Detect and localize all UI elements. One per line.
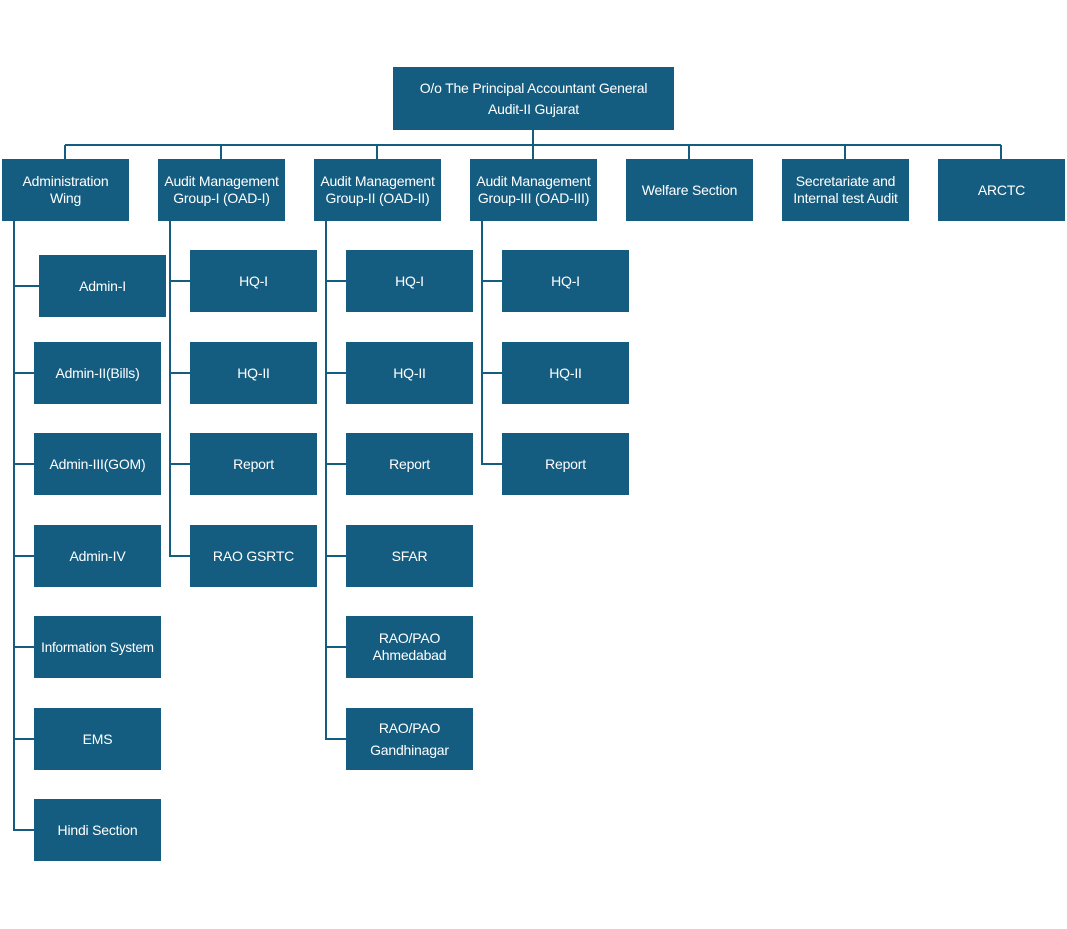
node-line1: Report [545,455,586,472]
node-line1: Admin-II(Bills) [55,364,140,381]
node-oad2-report: Report [346,433,473,495]
node-line1: ARCTC [977,181,1026,198]
node-line1: Report [233,455,274,472]
node-line1: HQ-II [549,364,582,381]
node-oad1-hq-2: HQ-II [190,342,317,404]
node-information-system: Information System [34,616,161,678]
node-line1: Hindi Section [57,821,138,838]
node-line1: Audit Management [164,173,279,189]
node-line1: Secretariate and [795,173,896,189]
node-administration-wing: Administration Wing [2,159,129,221]
node-line1: HQ-I [239,272,268,289]
node-line1: HQ-I [551,272,580,289]
node-oad2-hq-1: HQ-I [346,250,473,312]
node-line2: Group-I (OAD-I) [173,190,270,206]
node-oad1-rao-gsrtc: RAO GSRTC [190,525,317,587]
node-line1: Audit Management [320,173,435,189]
node-line1: Admin-I [79,277,126,294]
node-line1: Admin-III(GOM) [49,455,146,472]
node-secretariate: Secretariate and Internal test Audit [782,159,909,221]
node-line2: Internal test Audit [793,190,898,206]
node-line1: HQ-II [393,364,426,381]
node-line2: Gandhinagar [370,742,449,758]
node-line1: RAO/PAO [378,720,441,736]
node-admin-2: Admin-II(Bills) [34,342,161,404]
node-line1: EMS [82,730,113,747]
node-line1: SFAR [391,547,428,564]
node-line1: Administration [22,173,109,189]
node-oad2-hq-2: HQ-II [346,342,473,404]
node-line1: RAO/PAO [378,630,441,646]
node-line1: HQ-II [237,364,270,381]
node-admin-3: Admin-III(GOM) [34,433,161,495]
node-admin-1: Admin-I [39,255,166,317]
node-oad-2: Audit Management Group-II (OAD-II) [314,159,441,221]
node-root-line1: O/o The Principal Accountant General [419,79,648,96]
node-line2: Group-II (OAD-II) [325,190,430,206]
node-line1: Welfare Section [641,181,738,198]
node-line1: Audit Management [476,173,591,189]
node-oad-3: Audit Management Group-III (OAD-III) [470,159,597,221]
node-oad2-rao-gandhinagar: RAO/PAO Gandhinagar [346,708,473,770]
node-oad3-report: Report [502,433,629,495]
node-hindi-section: Hindi Section [34,799,161,861]
node-oad3-hq-2: HQ-II [502,342,629,404]
node-oad2-sfar: SFAR [346,525,473,587]
node-line1: HQ-I [395,272,424,289]
node-line1: Report [389,455,430,472]
node-arctc: ARCTC [938,159,1065,221]
node-admin-4: Admin-IV [34,525,161,587]
node-oad1-report: Report [190,433,317,495]
node-line1: Information System [41,639,154,655]
node-oad2-rao-ahmedabad: RAO/PAO Ahmedabad [346,616,473,678]
node-line2: Ahmedabad [372,647,447,663]
node-welfare-section: Welfare Section [626,159,753,221]
node-ems: EMS [34,708,161,770]
node-line1: Admin-IV [69,547,126,564]
node-oad3-hq-1: HQ-I [502,250,629,312]
node-oad1-hq-1: HQ-I [190,250,317,312]
node-line2: Wing [49,190,82,206]
node-root: O/o The Principal Accountant General Aud… [393,67,674,130]
node-oad-1: Audit Management Group-I (OAD-I) [158,159,285,221]
node-line1: RAO GSRTC [212,547,295,564]
node-root-line2: Audit-II Gujarat [488,100,579,117]
node-line2: Group-III (OAD-III) [477,190,590,206]
